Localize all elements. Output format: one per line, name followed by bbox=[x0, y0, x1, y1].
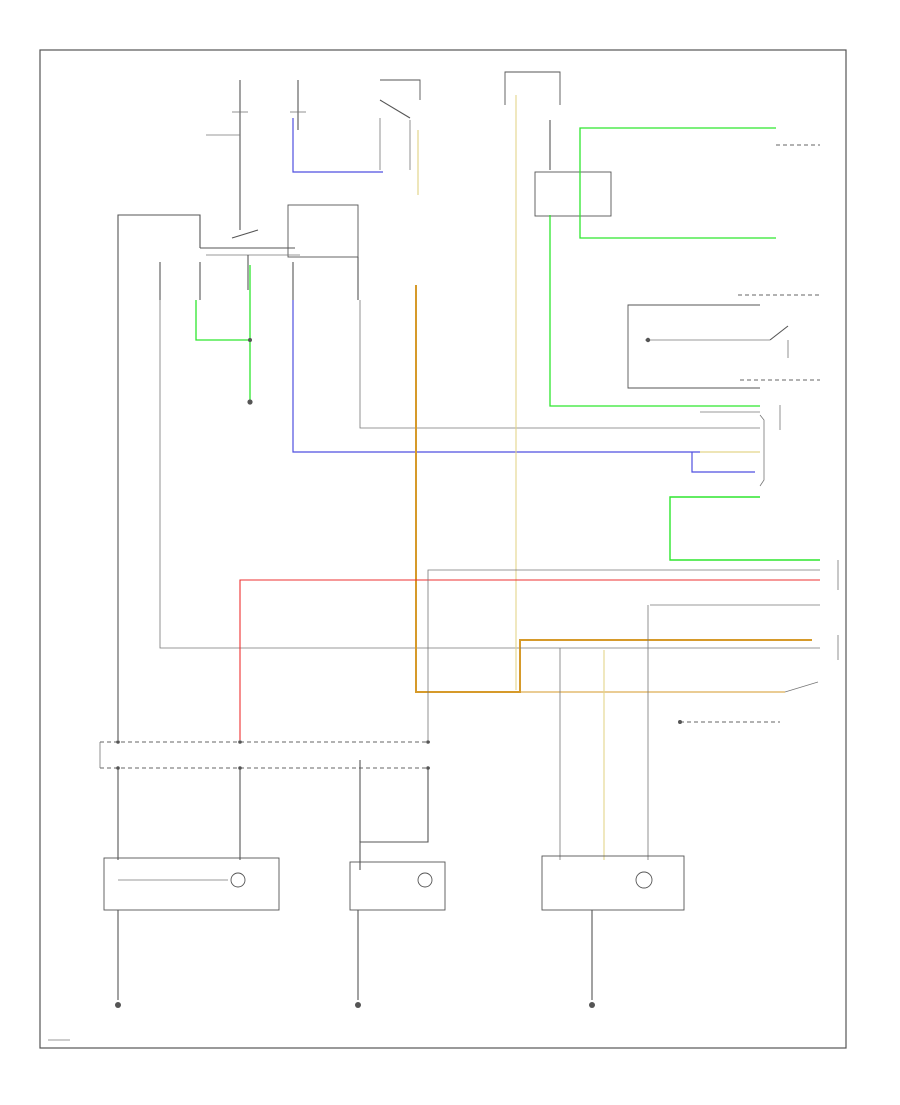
lamp-bulb-icon bbox=[230, 872, 246, 888]
right-connector-stack bbox=[669, 411, 820, 561]
lamp-bulb-icon bbox=[417, 872, 433, 888]
gray-wire-upper bbox=[427, 569, 820, 740]
blue-wire-top bbox=[292, 118, 383, 173]
relay-contact-icon bbox=[231, 229, 259, 239]
ground-symbol-icon bbox=[589, 1002, 595, 1008]
relay-block bbox=[117, 204, 359, 300]
green-wire-long-right bbox=[549, 215, 760, 407]
relay-feed-wire bbox=[117, 214, 201, 300]
ground-symbol-icon bbox=[115, 1002, 121, 1008]
bottom-center-module bbox=[349, 861, 446, 1008]
switch-contact-icon bbox=[379, 99, 411, 119]
green-wire-left-a bbox=[195, 300, 250, 341]
top-right-fuse bbox=[504, 71, 561, 105]
ground-symbol-icon bbox=[355, 1002, 361, 1008]
top-right-module bbox=[534, 171, 612, 217]
ground-symbol-icon bbox=[247, 399, 253, 405]
switch-contact-icon bbox=[769, 325, 789, 341]
wire-left-2 bbox=[159, 300, 520, 649]
switch-box-outline bbox=[627, 304, 760, 389]
diagram-frame bbox=[39, 49, 847, 1049]
top-right-block bbox=[504, 71, 820, 407]
blue-wire-middle bbox=[292, 300, 700, 453]
relay-box bbox=[287, 204, 359, 258]
lamp-bulb-icon bbox=[635, 871, 653, 889]
right-module-box bbox=[541, 855, 685, 911]
blue-wire-right bbox=[691, 452, 755, 473]
right-switch-box bbox=[627, 304, 820, 389]
ignition-switch-outline bbox=[380, 79, 421, 100]
connector-band bbox=[99, 740, 430, 870]
orange-main-wire bbox=[415, 285, 812, 693]
top-left-supply bbox=[206, 79, 421, 230]
bottom-right-module bbox=[541, 855, 685, 1008]
green-wire-top-right-1 bbox=[579, 127, 776, 140]
wire-relay-to-right bbox=[359, 300, 760, 429]
bottom-left-module bbox=[103, 857, 280, 1008]
center-module-box bbox=[349, 861, 446, 911]
green-wire-top-right-2 bbox=[579, 140, 776, 239]
right-edge-connectors bbox=[779, 405, 839, 660]
green-wire-lower-right bbox=[669, 496, 820, 561]
red-wire bbox=[239, 579, 820, 740]
left-module-box bbox=[103, 857, 280, 911]
